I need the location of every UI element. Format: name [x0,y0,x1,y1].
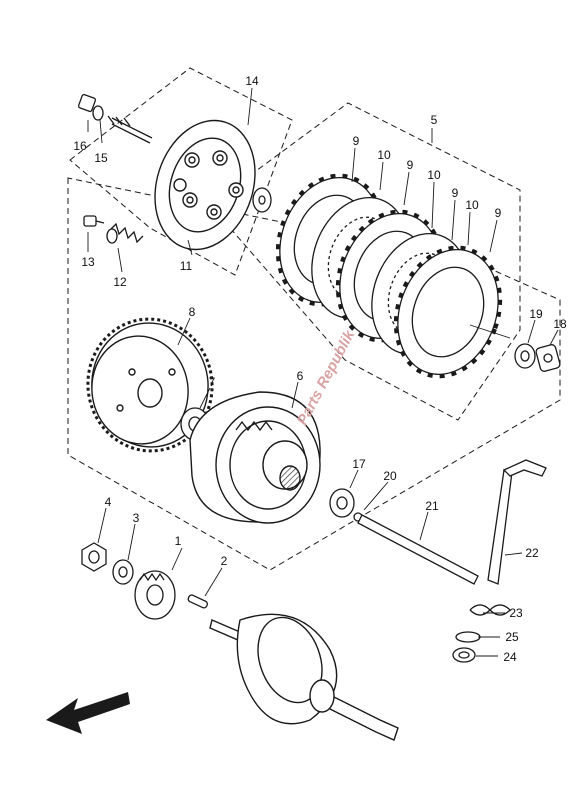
callout-label: 2 [221,554,228,568]
callout-label: 18 [553,317,567,331]
callout-label: 8 [189,305,196,319]
clutch-spring-icon [83,215,144,244]
leader-lines [87,87,559,657]
callout-label: 10 [465,198,479,212]
callout-label: 6 [297,369,304,383]
callout-label: 9 [495,206,502,220]
pressure-plate-icon [154,119,256,251]
callout-label: 9 [407,158,414,172]
callout-label: 9 [353,134,360,148]
watermark: Parts Republik [294,327,359,428]
primary-drive-gear-icon [134,570,208,620]
primary-driven-gear-icon [86,317,214,453]
direction-arrow-icon [46,692,130,734]
callout-label: 20 [383,469,397,483]
callout-label: 11 [180,259,193,273]
callout-label: 3 [133,511,140,525]
callout-label: 17 [352,457,366,471]
callout-label: 13 [81,255,95,269]
callout-label: 10 [377,148,391,162]
callout-label: 4 [105,495,112,509]
callout-label: 7 [209,375,216,389]
callout-label: 15 [94,151,108,165]
push-rod-bearing-icon [514,343,561,372]
callout-label: 21 [425,499,439,513]
clutch-bolt-icon [77,93,153,144]
callout-label: 22 [525,546,539,560]
lever-spring-icon [452,604,511,663]
pressure-plate-group-outline [69,67,293,276]
clutch-housing-icon [189,391,321,524]
friction-plate-group-outline [209,102,521,421]
callout-label: 1 [175,534,182,548]
callout-label: 24 [503,650,517,664]
callout-label: 12 [113,275,127,289]
push-rod-icon [357,514,479,585]
friction-plate-stack-icon [275,173,503,379]
crankshaft-icon [209,613,399,741]
group-outlines [67,67,561,571]
callout-label: 16 [73,139,87,153]
gear-nut-icon [81,542,134,585]
thrust-washer-icon [329,488,363,522]
callout-label: 23 [509,606,523,620]
callout-label: 5 [431,113,438,127]
clutch-assembly-group-outline [67,177,561,571]
callout-label: 9 [452,186,459,200]
callout-label: 25 [505,630,519,644]
friction-plate-9c-icon [393,245,503,379]
callout-labels: 1 2 3 4 5 6 7 8 9 9 9 9 10 10 10 11 12 1… [73,74,567,664]
callout-label: 19 [529,307,543,321]
callout-label: 10 [427,168,441,182]
callout-label: 14 [245,74,259,88]
pressure-plate-washer-icon [252,187,272,213]
watermark-text: Parts Republik [294,327,359,428]
push-lever-shaft-icon [487,459,547,585]
